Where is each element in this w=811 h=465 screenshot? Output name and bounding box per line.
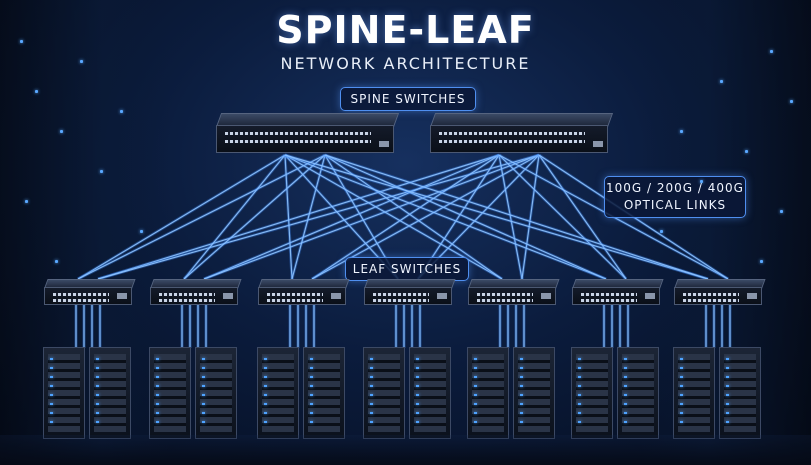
uplink-line — [203, 154, 540, 280]
uplink-line — [97, 154, 500, 280]
server-led — [790, 100, 793, 103]
server-led — [720, 80, 723, 83]
server-led — [60, 130, 63, 133]
uplink-line — [291, 154, 326, 280]
server-rack — [673, 347, 763, 439]
server-rack — [571, 347, 661, 439]
server-led — [35, 90, 38, 93]
uplink-line — [97, 154, 540, 280]
uplink-line — [284, 154, 607, 280]
leaf-switch — [468, 279, 560, 305]
server-led — [780, 210, 783, 213]
server-led — [25, 200, 28, 203]
uplink-line — [77, 154, 286, 280]
uplink-line — [324, 154, 709, 280]
leaf-switch — [258, 279, 350, 305]
server-led — [770, 50, 773, 53]
server-led — [20, 40, 23, 43]
server-rack — [257, 347, 347, 439]
uplink-line — [498, 154, 627, 280]
uplink-line — [311, 154, 500, 280]
server-rack — [149, 347, 239, 439]
optical-links-speeds: 100G / 200G / 400G — [606, 181, 744, 195]
server-led — [140, 230, 143, 233]
server-led — [745, 150, 748, 153]
server-led — [120, 110, 123, 113]
server-rack — [363, 347, 453, 439]
leaf-switches-label: LEAF SWITCHES — [345, 257, 469, 281]
uplink-line — [284, 154, 709, 280]
uplink-line — [183, 154, 326, 280]
spine-switch — [430, 113, 614, 153]
floor — [0, 435, 811, 465]
server-led — [680, 130, 683, 133]
page-title: SPINE-LEAF — [276, 8, 535, 52]
server-led — [55, 260, 58, 263]
server-led — [700, 180, 703, 183]
uplink-line — [284, 154, 293, 280]
server-rack — [467, 347, 557, 439]
optical-links-label: 100G / 200G / 400G OPTICAL LINKS — [604, 176, 746, 218]
leaf-switch — [572, 279, 664, 305]
uplink-line — [183, 154, 286, 280]
server-led — [660, 230, 663, 233]
spine-switch — [216, 113, 400, 153]
uplink-line — [77, 154, 326, 280]
leaf-switch — [674, 279, 766, 305]
page-subtitle: NETWORK ARCHITECTURE — [280, 54, 531, 73]
leaf-switch — [364, 279, 456, 305]
server-led — [80, 60, 83, 63]
server-led — [100, 170, 103, 173]
server-rack — [43, 347, 133, 439]
spine-switches-label: SPINE SWITCHES — [340, 87, 476, 111]
server-led — [760, 260, 763, 263]
uplink-line — [498, 154, 523, 280]
leaf-switch — [44, 279, 136, 305]
uplink-line — [538, 154, 627, 280]
optical-links-text: OPTICAL LINKS — [623, 198, 727, 212]
uplink-line — [324, 154, 607, 280]
uplink-line — [203, 154, 500, 280]
leaf-switch — [150, 279, 242, 305]
